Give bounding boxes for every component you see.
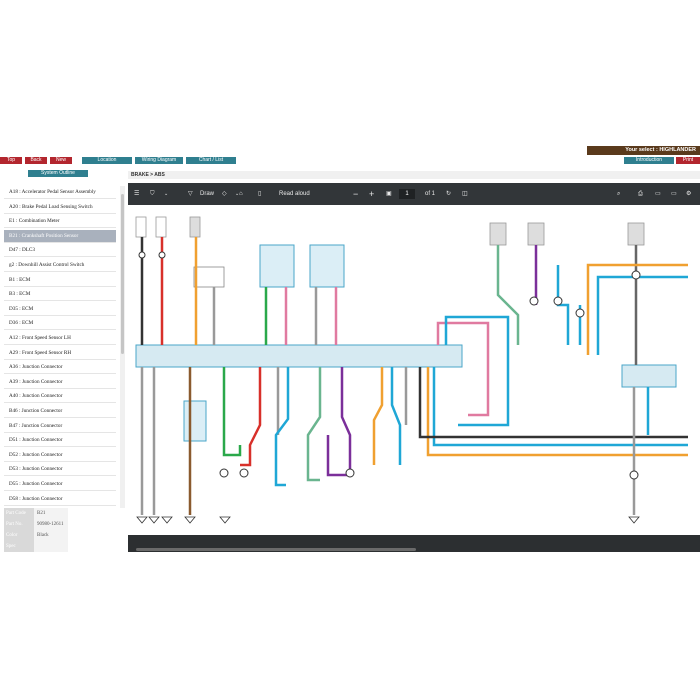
spec-value — [34, 541, 68, 552]
wiring-diagram — [135, 216, 688, 524]
zoom-in-icon[interactable]: + — [369, 189, 375, 199]
draw-label[interactable]: Draw — [200, 191, 215, 197]
breadcrumb: BRAKE > ABS — [128, 171, 700, 179]
sidebar-item[interactable]: B3 : ECM — [4, 288, 116, 302]
part-no-label: Part No. — [4, 519, 34, 530]
sidebar-item[interactable]: D51 : Junction Connector — [4, 434, 116, 448]
sidebar-item[interactable]: B46 : Junction Connector — [4, 405, 116, 418]
sidebar-item[interactable]: D35 : ECM — [4, 303, 116, 316]
read-aloud-label[interactable]: Read aloud — [279, 191, 310, 197]
sidebar-item[interactable]: D55 : Junction Connector — [4, 478, 116, 491]
new-button[interactable]: New — [50, 157, 72, 164]
highlight-icon[interactable]: ⌂ — [239, 191, 243, 197]
sidebar-item[interactable]: A12 : Front Speed Sensor LH — [4, 332, 116, 345]
part-code-value: B21 — [34, 508, 68, 519]
sidebar-item[interactable]: D47 : DLC3 — [4, 244, 116, 258]
chevron-down-icon[interactable]: ⌄ — [164, 191, 169, 197]
save-as-icon[interactable]: ▭ — [671, 191, 677, 197]
sidebar-item[interactable]: g2 : Downhill Assist Control Switch — [4, 259, 116, 272]
color-value: Black — [34, 530, 68, 541]
chevron-down-icon[interactable]: ⌄ — [235, 191, 240, 197]
sidebar-item[interactable]: A40 : Junction Connector — [4, 390, 116, 404]
search-icon[interactable]: ⌕ — [617, 191, 621, 197]
sidebar-item[interactable]: A36 : Junction Connector — [4, 361, 116, 375]
gear-icon[interactable]: ⚙ — [686, 191, 692, 197]
book-icon[interactable]: ▯ — [258, 191, 262, 197]
page-count: of 1 — [425, 191, 436, 197]
sidebar-item[interactable]: D53 : Junction Connector — [4, 463, 116, 477]
fit-page-icon[interactable]: ▣ — [386, 191, 392, 197]
part-code-label: Part Code — [4, 508, 34, 519]
sidebar-item[interactable]: B1 : ECM — [4, 274, 116, 287]
viewer-footer — [128, 535, 700, 552]
contents-icon[interactable]: ☰ — [134, 191, 140, 197]
print-icon[interactable]: ⎙ — [638, 191, 643, 197]
filter-icon[interactable]: ⛉ — [150, 191, 155, 197]
wiring-diagram-button[interactable]: Wiring Diagram — [135, 157, 183, 164]
chart-list-button[interactable]: Chart / List — [186, 157, 236, 164]
sidebar-item[interactable]: D52 : Junction Connector — [4, 449, 116, 462]
sidebar-item[interactable]: A39 : Junction Connector — [4, 376, 116, 389]
sidebar-item[interactable]: E1 : Combination Meter — [4, 215, 116, 229]
sidebar-item[interactable]: A18 : Accelerator Pedal Sensor Assembly — [4, 186, 116, 199]
color-label: Color — [4, 530, 34, 541]
top-button[interactable]: Top — [0, 157, 22, 164]
introduction-button[interactable]: Introduction — [624, 157, 674, 164]
spec-label: Spec — [4, 541, 34, 552]
vehicle-selection: Your select : HIGHLANDER — [587, 146, 700, 155]
scroll-thumb[interactable] — [121, 194, 124, 354]
pdf-toolbar: ☰ ⛉ ⌄ ▽ Draw ◇ ⌄ ⌂ ▯ Read aloud − + ▣ 1 … — [128, 183, 700, 205]
back-button[interactable]: Back — [25, 157, 47, 164]
page-number-input[interactable]: 1 — [399, 189, 415, 199]
sidebar-item[interactable]: D36 : ECM — [4, 317, 116, 331]
location-button[interactable]: Location — [82, 157, 132, 164]
eraser-icon[interactable]: ◇ — [222, 191, 227, 197]
part-no-value: 90980-12611 — [34, 519, 68, 530]
sidebar-item[interactable]: B47 : Junction Connector — [4, 420, 116, 433]
sidebar-scrollbar[interactable] — [120, 186, 125, 508]
print-button[interactable]: Print — [676, 157, 700, 164]
sidebar-item[interactable]: B21 : Crankshaft Position Sensor — [4, 229, 116, 243]
sidebar-item[interactable]: A20 : Brake Pedal Load Sensing Switch — [4, 201, 116, 214]
sidebar-item[interactable]: D58 : Junction Connector — [4, 493, 116, 506]
wiring-diagram-view[interactable] — [128, 205, 700, 535]
sidebar-item[interactable]: A29 : Front Speed Sensor RH — [4, 347, 116, 360]
system-outline-button[interactable]: System Outline — [28, 170, 88, 177]
draw-icon[interactable]: ▽ — [188, 191, 193, 197]
horizontal-scrollbar[interactable] — [136, 548, 416, 551]
two-page-icon[interactable]: ◫ — [462, 191, 468, 197]
rotate-icon[interactable]: ↻ — [446, 191, 452, 197]
save-icon[interactable]: ▭ — [655, 191, 661, 197]
zoom-out-icon[interactable]: − — [353, 189, 359, 199]
